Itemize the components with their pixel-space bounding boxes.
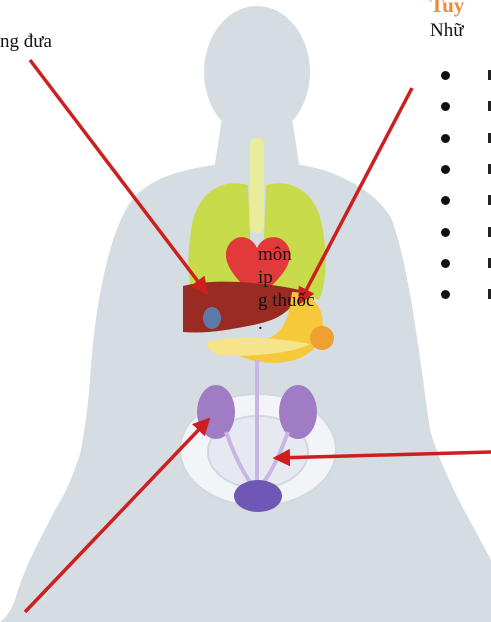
- caption-left-line: .: [258, 312, 263, 335]
- bullet-point: [441, 71, 450, 80]
- bullet-point: [441, 165, 450, 174]
- bullet-point: [441, 134, 450, 143]
- caption-left-line: g thuốc: [258, 289, 314, 312]
- right-kidney: [279, 385, 317, 439]
- caption-top-left: ng đưa: [0, 30, 52, 53]
- bullet-point: [441, 259, 450, 268]
- bullet-point: [441, 228, 450, 237]
- bladder: [234, 480, 282, 512]
- caption-left-line: ip: [258, 266, 273, 289]
- right-subheading: Nhữ: [430, 19, 464, 42]
- trachea: [250, 138, 264, 233]
- right-heading: Tuy: [430, 0, 464, 17]
- gallbladder: [203, 307, 221, 329]
- caption-left-line: môn: [258, 243, 292, 266]
- spleen: [310, 326, 334, 350]
- left-kidney: [197, 385, 235, 439]
